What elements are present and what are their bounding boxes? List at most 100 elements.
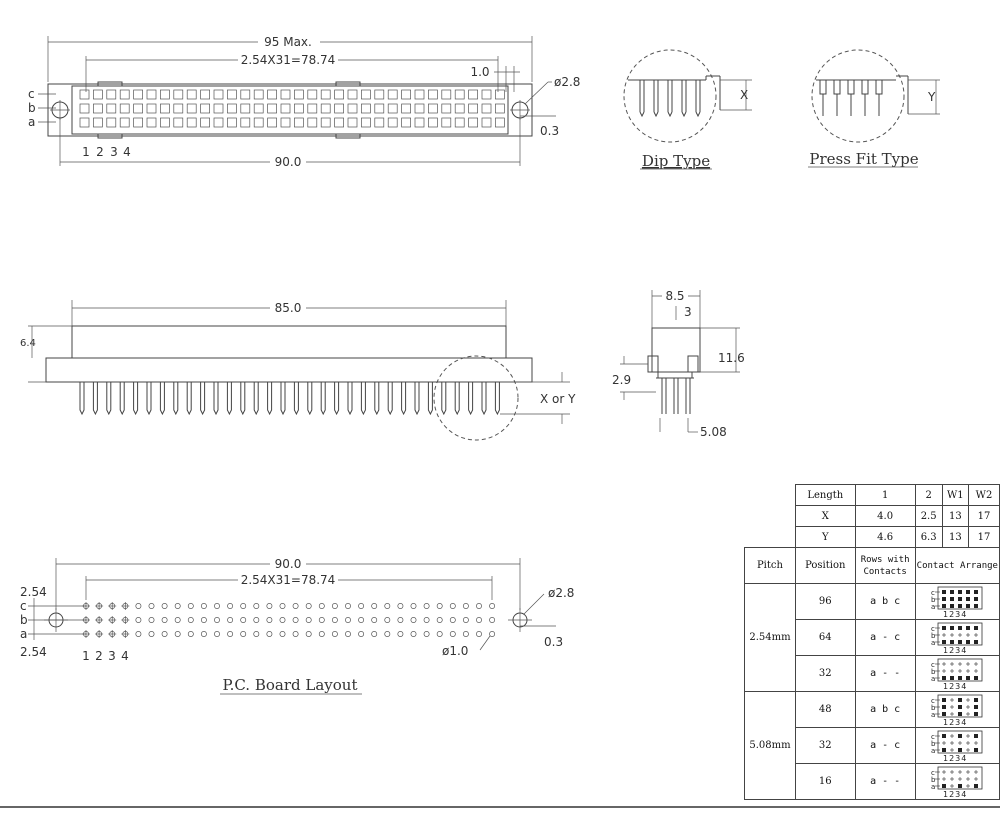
arrange-contact bbox=[958, 783, 963, 788]
contact-cell bbox=[79, 89, 90, 100]
contact-cell bbox=[428, 89, 438, 100]
pcb-hole bbox=[318, 631, 325, 637]
contact-cell bbox=[227, 89, 237, 100]
contact-cell bbox=[79, 117, 90, 128]
arrange-row-label: a bbox=[931, 639, 935, 647]
spec-table: Length 1 2 W1 W2 X 4.0 2.5 13 17 bbox=[744, 484, 1000, 800]
contact-cell bbox=[186, 89, 197, 100]
pcb-title: P.C. Board Layout bbox=[223, 676, 358, 694]
contact-cell bbox=[146, 117, 157, 128]
dip-type-detail: X Dip Type bbox=[623, 49, 752, 170]
contact-cell bbox=[253, 117, 264, 128]
pcb-hole bbox=[148, 631, 155, 637]
side-pin bbox=[213, 382, 219, 416]
contact-cell bbox=[481, 117, 492, 128]
contact-cell bbox=[213, 89, 224, 100]
arrange-row-label: c bbox=[931, 661, 935, 669]
arrange-row-label: c bbox=[931, 733, 935, 741]
contact-cell bbox=[307, 117, 318, 128]
dip-x-label: X bbox=[740, 88, 748, 102]
press-pin bbox=[833, 79, 841, 95]
contact-cell bbox=[160, 117, 170, 128]
dim-6-4: 6.4 bbox=[20, 338, 36, 349]
press-pin bbox=[847, 79, 855, 95]
length-header-label: Length bbox=[794, 484, 856, 506]
pcb-hole bbox=[253, 617, 260, 623]
contact-cell bbox=[240, 103, 251, 114]
arrange-contact bbox=[958, 711, 963, 716]
dim-8-5: 8.5 bbox=[665, 289, 684, 303]
row-label-b: b bbox=[28, 101, 36, 115]
contact-cell bbox=[347, 103, 358, 114]
pcb-dim-0-3: 0.3 bbox=[544, 635, 563, 649]
pcb-dim-90: 90.0 bbox=[275, 557, 302, 571]
contact-cell bbox=[280, 103, 291, 114]
rows-contacts-header: Rows with Contacts bbox=[854, 547, 916, 584]
pcb-layout: 90.0 2.54X31=78.74 2.54 2.54 c b a 1 2 3… bbox=[20, 557, 574, 695]
pcb-hole bbox=[345, 631, 351, 637]
arrange-contact bbox=[974, 747, 979, 752]
pcb-dim-pitch: 2.54X31=78.74 bbox=[241, 573, 336, 587]
arrange-contact bbox=[942, 596, 947, 601]
pcb-hole bbox=[476, 603, 482, 609]
contact-cell bbox=[414, 89, 425, 100]
contact-cell bbox=[401, 117, 411, 128]
side-pin bbox=[267, 382, 273, 416]
pcb-dim-dia: ø2.8 bbox=[548, 586, 574, 600]
pitch-header: Pitch bbox=[744, 547, 796, 584]
contact-cell bbox=[334, 117, 344, 128]
side-pin bbox=[320, 382, 326, 416]
pcb-hole bbox=[436, 603, 443, 609]
side-pin bbox=[226, 382, 232, 416]
pcb-hole bbox=[462, 631, 469, 637]
press-y-label: Y bbox=[927, 90, 936, 104]
pcb-hole bbox=[358, 603, 365, 609]
pcb-hole bbox=[135, 617, 142, 623]
pcb-hole bbox=[318, 617, 325, 623]
arrange-contact bbox=[974, 639, 979, 644]
dim-2-9: 2.9 bbox=[612, 373, 631, 387]
contact-cell bbox=[320, 117, 331, 128]
contact-cell bbox=[93, 117, 103, 128]
pin-1: 1 bbox=[82, 145, 90, 159]
side-pin bbox=[347, 382, 353, 416]
pcb-pin-2: 2 bbox=[95, 649, 103, 663]
arrange-contact bbox=[966, 596, 971, 601]
side-pin bbox=[387, 382, 393, 416]
pcb-hole bbox=[345, 603, 351, 609]
side-pin bbox=[146, 382, 152, 416]
length-row-y: Y bbox=[794, 526, 856, 548]
side-pin bbox=[427, 382, 433, 416]
pcb-hole bbox=[174, 631, 181, 637]
contact-cell bbox=[347, 89, 358, 100]
arrange-row-label: c bbox=[931, 589, 935, 597]
contact-cell bbox=[468, 117, 478, 128]
arrange-contact bbox=[950, 675, 955, 680]
contact-cell bbox=[79, 103, 90, 114]
arrange-contact bbox=[958, 697, 963, 702]
arrange-contact bbox=[950, 625, 955, 630]
side-pin bbox=[79, 382, 85, 416]
arrange-contact bbox=[950, 589, 955, 594]
contact-cell bbox=[253, 89, 264, 100]
pcb-hole bbox=[266, 617, 273, 623]
pcb-hole bbox=[135, 631, 142, 637]
side-pin bbox=[494, 382, 500, 416]
contact-cell bbox=[227, 117, 237, 128]
length-x-w1: 13 bbox=[942, 506, 970, 526]
arrange-row-label: a bbox=[931, 711, 935, 719]
contact-cell bbox=[361, 103, 371, 114]
pcb-hole bbox=[318, 603, 325, 609]
pcb-hole bbox=[436, 631, 443, 637]
contact-cell bbox=[294, 103, 304, 114]
arrange-contact bbox=[950, 603, 955, 608]
arrange-col-numbers: 1234 bbox=[943, 682, 967, 691]
contact-cell bbox=[160, 103, 170, 114]
contact-cell bbox=[374, 103, 385, 114]
arrange-contact bbox=[942, 711, 947, 716]
